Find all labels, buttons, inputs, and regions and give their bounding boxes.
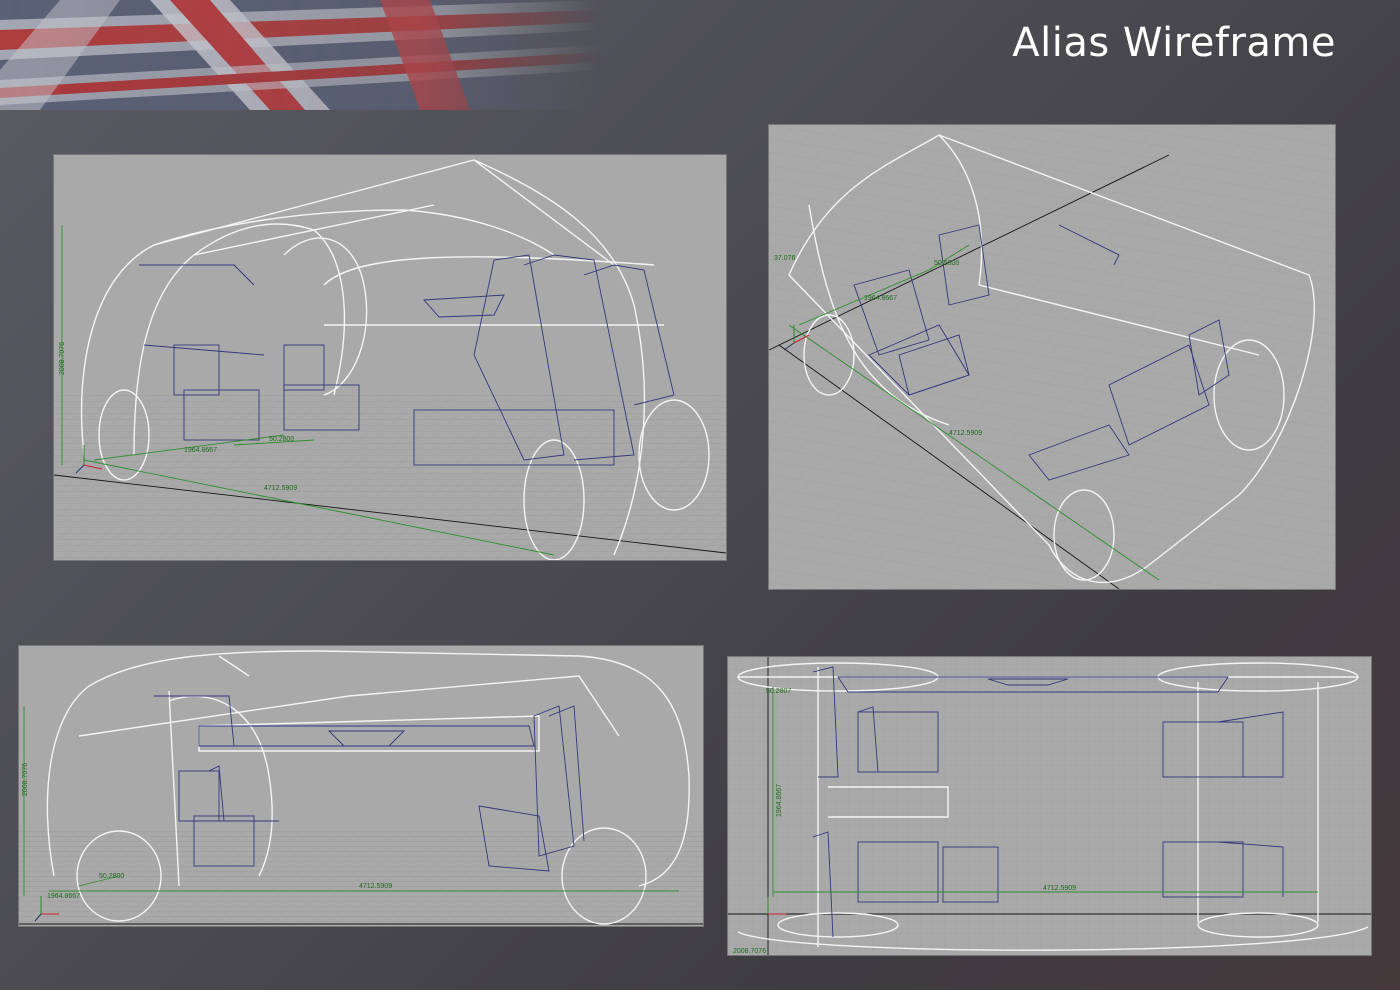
van-body-wireframe <box>737 662 1369 951</box>
van-body-wireframe <box>788 134 1315 584</box>
page-title: Alias Wireframe <box>1012 20 1336 66</box>
dim-height: 2008.7076 <box>59 342 66 375</box>
viewport-perspective-front[interactable]: 2008.7076 1964.8667 50.2800 4712.5909 <box>54 155 726 560</box>
dim-width: 1964.8667 <box>776 784 783 817</box>
viewport-perspective-top[interactable]: 37.076 1964.8667 50.5800 4712.5909 <box>769 125 1335 589</box>
dim-offset: 50.2807 <box>766 688 791 695</box>
viewport-side[interactable]: 2008.7076 1964.8667 50.2800 4712.5909 <box>19 646 703 926</box>
axis-gizmo-icon <box>767 897 786 915</box>
seats-wireframe <box>139 254 675 466</box>
dim-height: 2008.7076 <box>22 763 29 796</box>
dim-length: 4712.5909 <box>949 430 982 437</box>
dim-width: 1964.8667 <box>864 295 897 302</box>
van-body-wireframe <box>80 159 710 560</box>
dim-length: 4712.5909 <box>1043 885 1076 892</box>
dimension-lines <box>788 244 1160 581</box>
dim-offset: 50.2800 <box>269 436 294 443</box>
seats-wireframe <box>812 666 1284 938</box>
axis-gizmo-icon <box>783 325 810 351</box>
dim-offset: 50.2800 <box>99 873 124 880</box>
viewport-top[interactable]: 50.2807 1964.8667 4712.5909 2008.7076 <box>728 657 1371 955</box>
dim-height: 37.076 <box>774 255 796 262</box>
dim-width: 1964.8667 <box>184 447 217 454</box>
flag-banner-icon <box>0 0 600 110</box>
dimension-lines <box>772 687 1318 897</box>
dimension-lines <box>61 225 555 556</box>
dim-width: 1964.8667 <box>47 893 80 900</box>
axis-gizmo-icon <box>75 445 103 474</box>
seats-wireframe <box>853 224 1230 481</box>
seats-wireframe <box>154 695 585 872</box>
dim-length: 4712.5909 <box>359 883 392 890</box>
dimension-lines <box>23 706 679 896</box>
dim-height: 2008.7076 <box>733 948 766 955</box>
dim-length: 4712.5909 <box>264 485 297 492</box>
dim-offset: 50.5800 <box>934 260 959 267</box>
axis-gizmo-icon <box>34 896 59 922</box>
